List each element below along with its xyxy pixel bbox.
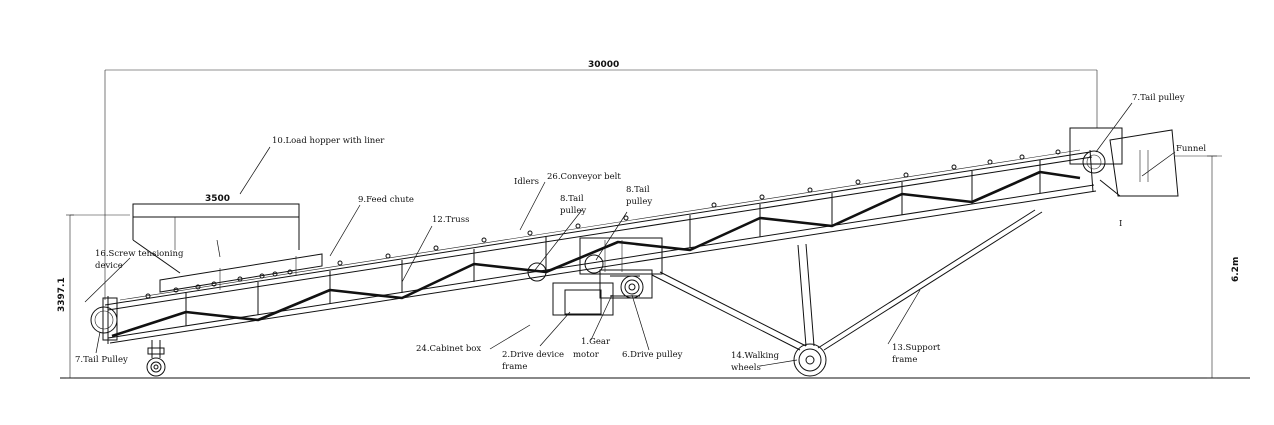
left-height-text: 3397.1	[57, 277, 67, 312]
tail-pulley-8b	[579, 237, 663, 275]
label-idlers: Idlers	[514, 177, 539, 187]
truss-verticals	[185, 160, 1041, 326]
label-support-frame-l2: frame	[892, 355, 917, 365]
drive-pulley-assembly	[599, 269, 653, 299]
label-tail-pulley-8a-l1: 8.Tail	[560, 194, 584, 204]
label-cabinet-box: 24.Cabinet box	[416, 344, 481, 354]
label-drive-frame-l1: 2.Drive device	[502, 350, 564, 360]
label-tail-pulley-8a-l2: pulley	[560, 206, 586, 216]
label-screw-tensioning-l1: 16.Screw tensioning	[95, 249, 184, 259]
leader-lines	[84, 102, 1176, 367]
truss-zigzag	[111, 170, 1081, 338]
right-height-dimension	[1175, 155, 1222, 379]
label-drive-frame-l2: frame	[502, 362, 527, 372]
label-load-hopper: 10.Load hopper with liner	[272, 136, 385, 146]
load-hopper	[132, 203, 300, 274]
support-frame	[651, 209, 1043, 351]
left-height-dimension	[66, 214, 130, 379]
label-support-frame-l1: 13.Support	[892, 343, 941, 353]
left-wheel	[146, 340, 166, 377]
label-funnel: Funnel	[1176, 144, 1206, 154]
label-gear-motor-l2: motor	[573, 350, 600, 360]
hopper-width-text: 3500	[205, 194, 230, 204]
tail-pulley-8a	[527, 262, 547, 282]
label-conveyor-belt: 26.Conveyor belt	[547, 172, 621, 182]
label-screw-tensioning-l2: device	[95, 261, 123, 271]
feed-chute	[159, 253, 323, 293]
label-tail-pulley-right: 7.Tail pulley	[1132, 93, 1185, 103]
label-funnel-mark: I	[1119, 219, 1122, 229]
label-gear-motor-l1: 1.Gear	[581, 337, 611, 347]
overall-length-text: 30000	[588, 60, 619, 70]
right-height-text: 6.2m	[1231, 257, 1241, 282]
label-truss: 12.Truss	[432, 215, 469, 225]
label-tail-pulley-8b-l1: 8.Tail	[626, 185, 650, 195]
label-feed-chute: 9.Feed chute	[358, 195, 414, 205]
overall-length-dimension	[104, 69, 1098, 300]
cabinet-box	[552, 282, 614, 316]
label-drive-pulley: 6.Drive pulley	[622, 350, 683, 360]
left-tail-pulley	[90, 297, 118, 341]
label-walking-wheels-l1: 14.Walking	[731, 351, 780, 361]
label-tail-pulley-left: 7.Tail Pulley	[75, 355, 128, 365]
walking-wheels	[793, 343, 827, 377]
label-walking-wheels-l2: wheels	[731, 363, 761, 373]
right-tail-pulley	[1069, 127, 1123, 174]
label-tail-pulley-8b-l2: pulley	[626, 197, 652, 207]
funnel	[1099, 129, 1179, 197]
